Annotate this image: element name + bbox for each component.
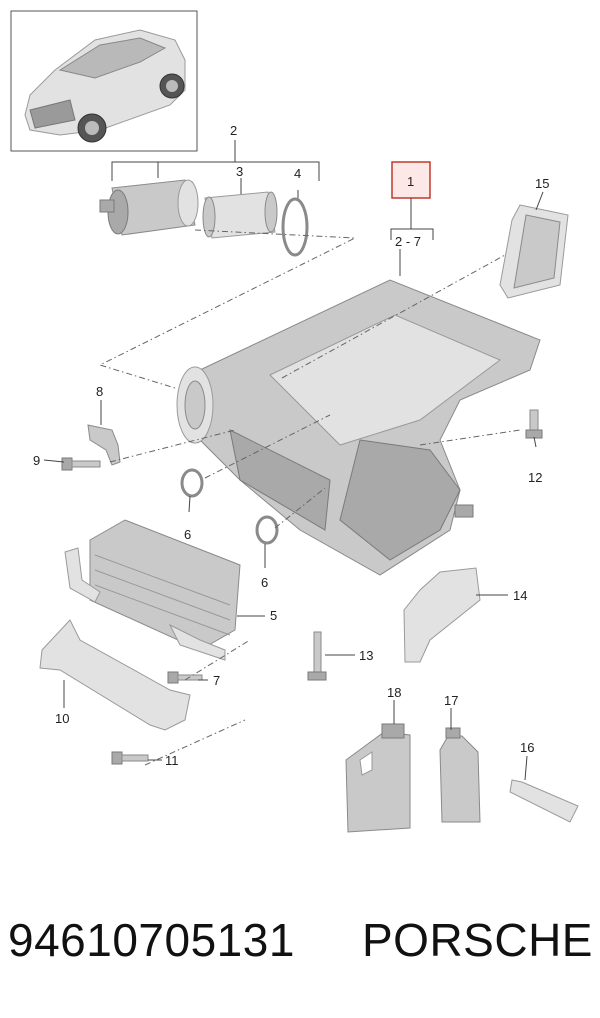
seal-ring-6a (180, 468, 204, 498)
oil-bottle-17 (439, 727, 481, 823)
callout-8: 8 (96, 384, 103, 399)
bolt-9 (61, 457, 101, 471)
callout-2-7: 2 - 7 (395, 234, 421, 249)
heat-shield-10 (39, 619, 191, 731)
bracket-8 (87, 424, 121, 466)
callout-11: 11 (165, 753, 179, 768)
callout-17: 17 (444, 693, 458, 708)
bracket-group-1 (390, 198, 434, 276)
oil-filter-element (202, 191, 278, 239)
bolt-7 (167, 671, 203, 684)
bolt-11 (111, 751, 149, 765)
bolt-12 (525, 409, 543, 439)
callout-13: 13 (359, 648, 373, 663)
callout-labels: 2 3 4 1 2 - 7 15 8 9 12 6 6 5 14 13 7 10… (33, 123, 549, 768)
oil-canister-18 (345, 723, 411, 833)
brand-name: PORSCHE (362, 914, 593, 966)
callout-3: 3 (236, 164, 243, 179)
callout-14: 14 (513, 588, 527, 603)
bracket-group-2 (111, 140, 320, 200)
callout-12: 12 (528, 470, 542, 485)
oil-cooler-5 (64, 519, 241, 661)
sealant-tube-16 (509, 779, 579, 823)
callout-6b: 6 (261, 575, 268, 590)
callout-7: 7 (213, 673, 220, 688)
callout-1: 1 (407, 174, 414, 189)
callout-9: 9 (33, 453, 40, 468)
sensor-cover-15 (499, 204, 569, 299)
oil-pan-assembly (176, 279, 541, 576)
vehicle-thumbnail (10, 10, 198, 152)
seal-ring-6b (255, 515, 279, 545)
footer: 94610705131 PORSCHE (0, 905, 600, 975)
leader-lines (43, 191, 544, 781)
stud-13 (307, 631, 327, 681)
o-ring-4 (281, 197, 309, 257)
part-number: 94610705131 (8, 914, 295, 966)
callout-6a: 6 (184, 527, 191, 542)
shield-14 (403, 567, 481, 663)
callout-18: 18 (387, 685, 401, 700)
callout-4: 4 (294, 166, 301, 181)
callout-16: 16 (520, 740, 534, 755)
callout-2: 2 (230, 123, 237, 138)
callout-10: 10 (55, 711, 69, 726)
assembly-lines (98, 229, 521, 766)
callout-5: 5 (270, 608, 277, 623)
highlight-box-item-1 (391, 161, 431, 199)
callout-15: 15 (535, 176, 549, 191)
oil-filter-housing (99, 179, 199, 236)
